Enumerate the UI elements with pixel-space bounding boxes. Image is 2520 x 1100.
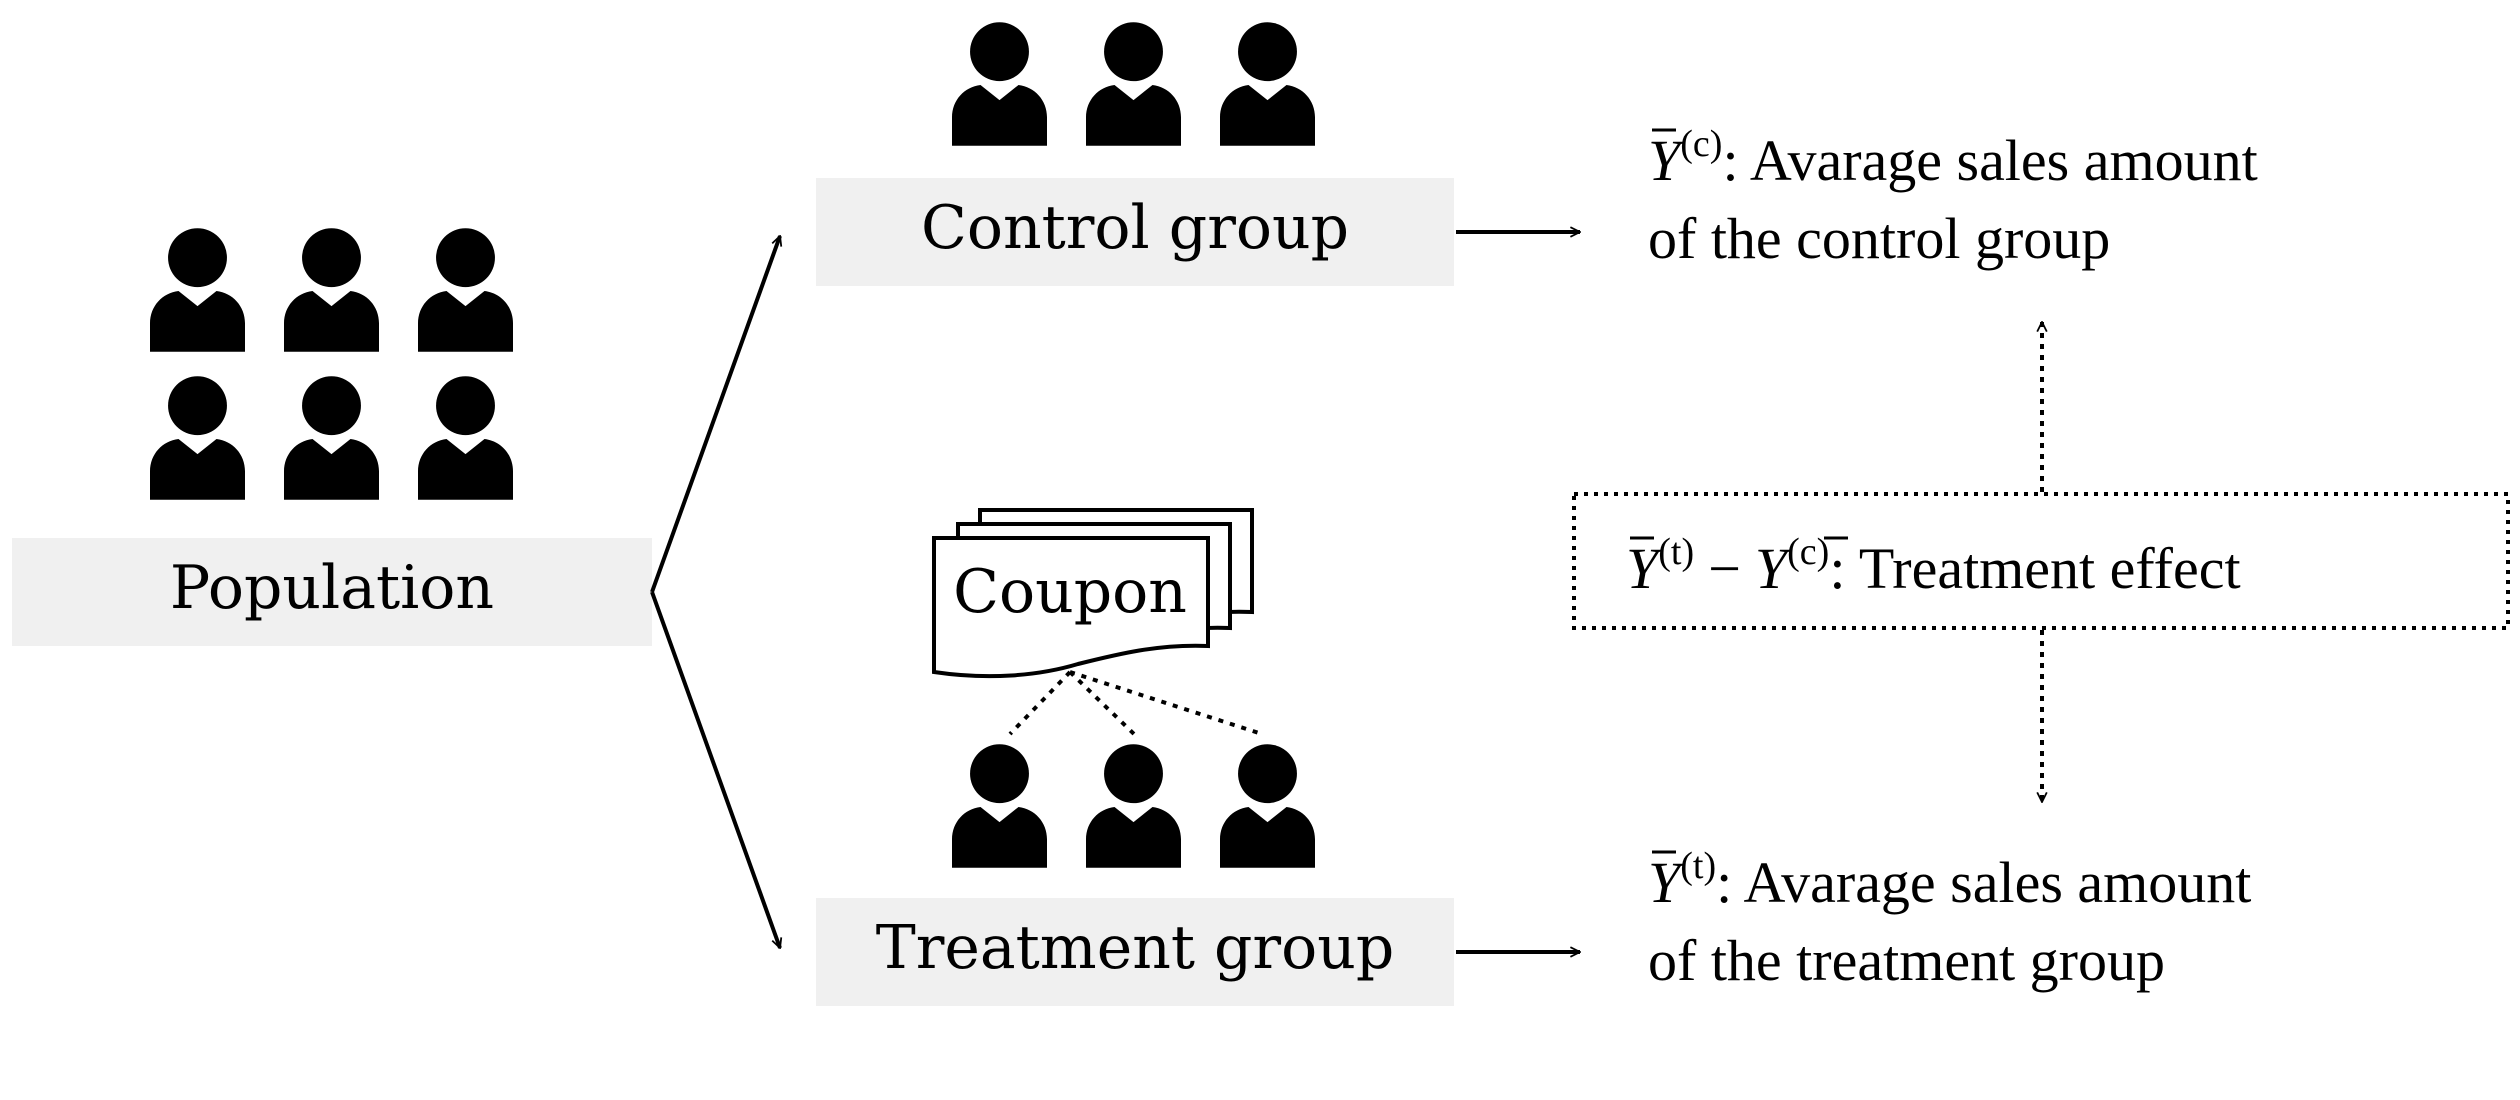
coupon-stack-icon: [932, 508, 1254, 679]
treatment-outcome-line2: of the treatment group: [1648, 928, 2165, 993]
person-icon: [1220, 744, 1315, 868]
arrow-to-control: [650, 236, 780, 593]
control-people: [952, 22, 1315, 146]
outcome-arrows: [1456, 232, 1580, 952]
person-icon: [284, 228, 379, 352]
population-box: Population: [12, 538, 652, 646]
treatment-people: [952, 744, 1315, 868]
treatment-effect-box: Y(t)−Y(c): Treatment effect: [1572, 492, 2510, 630]
treatment-outcome: Y(t): Avarage sales amount of the treatm…: [1648, 845, 2251, 993]
control-group-box: Control group: [816, 178, 1454, 286]
control-outcome-line1: Y(c): Avarage sales amount: [1648, 123, 2258, 193]
control-outcome-line2: of the control group: [1648, 206, 2110, 271]
person-icon: [418, 228, 513, 352]
coupon-links: [1008, 670, 1263, 736]
split-arrows: [650, 236, 780, 948]
treatment-group-box: Treatment group: [816, 898, 1454, 1006]
person-icon: [1086, 744, 1181, 868]
control-group-label: Control group: [921, 193, 1349, 263]
person-icon: [1086, 22, 1181, 146]
control-outcome: Y(c): Avarage sales amount of the contro…: [1648, 123, 2258, 271]
person-icon: [150, 228, 245, 352]
treatment-effect-formula: Y(t)−Y(c): Treatment effect: [1626, 531, 2241, 601]
person-icon: [952, 22, 1047, 146]
population-people: [150, 228, 513, 500]
arrow-to-treatment: [650, 591, 780, 948]
person-icon: [150, 376, 245, 500]
person-icon: [1220, 22, 1315, 146]
treatment-group-label: Treatment group: [876, 913, 1395, 983]
population-label: Population: [170, 553, 494, 623]
coupon-label: Coupon: [953, 557, 1187, 627]
person-icon: [418, 376, 513, 500]
person-icon: [284, 376, 379, 500]
treatment-outcome-line1: Y(t): Avarage sales amount: [1648, 845, 2251, 915]
person-icon: [952, 744, 1047, 868]
